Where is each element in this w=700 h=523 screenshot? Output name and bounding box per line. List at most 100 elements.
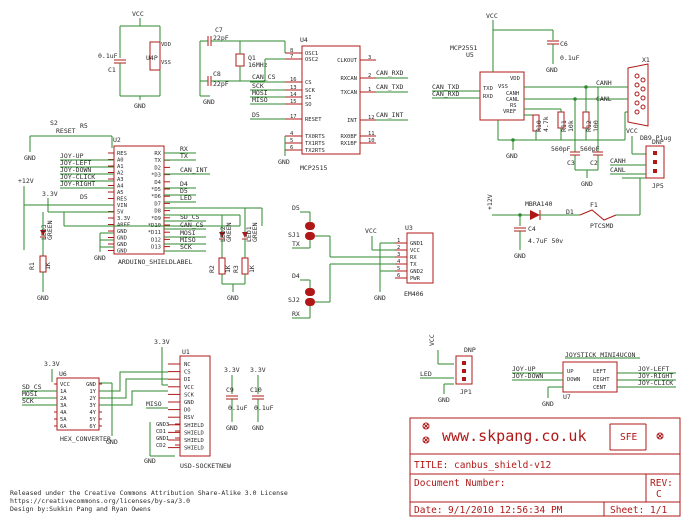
r10-value: 4.7k (542, 116, 550, 132)
u6-left-pin-5: 5A (60, 417, 67, 423)
u2-right-pin-8: D8 (154, 209, 161, 215)
u1-right-pin-4: SCK (184, 392, 195, 398)
q1-body (235, 53, 245, 67)
u5-name: MCP2551 (450, 44, 477, 52)
u4-left-num-7: 4 (290, 131, 294, 137)
date-value: 9/1/2010 12:56:34 PM (448, 505, 563, 516)
u4p-vss: VSS (161, 60, 171, 66)
f1-ref: F1 (590, 201, 598, 209)
led3-ref: LED3 (40, 224, 48, 240)
c3-value: 560pF (551, 145, 571, 153)
u6-right-pin-4: 4Y (89, 410, 96, 416)
u1-right-pin-5: GND (184, 400, 194, 406)
u6-right-pin-2: 2Y (89, 396, 96, 402)
u4-left-pin-4: SI (305, 95, 312, 101)
u7-net-joy-left: JOY-LEFT (638, 365, 669, 373)
rev-value: C (656, 489, 662, 500)
f1-body (579, 209, 617, 221)
u1-ref: U1 (182, 348, 190, 356)
u4-left-num-9: 6 (290, 145, 293, 151)
v33-label-c9: 3.3V (224, 366, 240, 374)
u2-right-pin-11: *D11 (148, 230, 161, 236)
u2-left-pin-15: GND (117, 249, 127, 255)
rev-label: REV: (650, 478, 673, 489)
u4-net-can-rxd: CAN_RXD (376, 69, 403, 77)
u4-left-pin-6: RESET (305, 117, 322, 123)
u4-net-d5: D5 (252, 111, 260, 119)
u4-right-pin-2: TXCAN (340, 90, 357, 96)
jp5-ref: JP5 (652, 182, 664, 190)
u2-left-pin-8: VIN (117, 203, 127, 209)
u5-net-can-txd: CAN_TXD (432, 83, 459, 91)
u5-pin-vref: VREF (503, 109, 516, 115)
led2-ref: LED2 (219, 226, 227, 242)
gnd-label-r1: GND (37, 294, 49, 302)
sj1-tx: TX (292, 240, 300, 248)
f1-value: PTCSMD (590, 222, 614, 230)
vcc-label-c1: VCC (132, 10, 144, 18)
db9-body (627, 63, 649, 127)
power-input-block: +12V MBRA140 D1 F1 PTCSMD C4 4.7uF 50v G… (486, 178, 641, 260)
u4-right-num-2: 1 (368, 87, 371, 93)
u1-right-pin-11: SHIELD (184, 446, 204, 452)
led1-value: GREEN (251, 222, 259, 242)
u3-pin-5: PWR (410, 276, 421, 282)
u5-pin-rs: RS (510, 103, 517, 109)
net-led: LED (180, 194, 192, 202)
u2-left-pin-5: A4 (117, 184, 124, 190)
v33-label-c10: 3.3V (250, 366, 266, 374)
x1-ref: X1 (642, 56, 650, 64)
u4-left-num-0: 8 (290, 48, 293, 54)
u7-up: UP (567, 369, 574, 375)
u2-left-pins: RESA0A1A2A3A4A5RESVIN5V3.3VAREFGNDGNDGND… (108, 151, 131, 255)
net-d5: D5 (180, 187, 188, 195)
vcc-label-u5: VCC (486, 12, 498, 20)
c9-value: 0.1uF (228, 404, 248, 412)
u6-right-pin-6: 6Y (89, 424, 96, 430)
r5-label: R5 (80, 122, 88, 130)
u4-net-sck: SCK (252, 82, 264, 90)
r2-ref: R2 (208, 265, 216, 273)
u6-net-mosi: MOSI (22, 390, 38, 398)
gnd-label-r2r3: GND (227, 294, 239, 302)
u5-canl-net: CANL (596, 95, 612, 103)
u3-ref: U3 (405, 224, 413, 232)
u2-right-pin-9: *D9 (151, 216, 161, 222)
c7-value: 22pF (213, 34, 229, 42)
u4-left-pin-2: CS (305, 80, 312, 86)
gps-block: D5 SJ1 TX D4 SJ2 RX U3 EM406 GND1VCCRXTX… (288, 204, 434, 319)
gnd-label-u5: GND (506, 152, 518, 160)
net-rx: RX (180, 145, 188, 153)
sheet-label: Sheet: (610, 505, 644, 516)
vcc-label-jp5: VCC (626, 127, 638, 135)
net-miso: MISO (180, 236, 196, 244)
r11-value: 10k (567, 120, 575, 132)
jp5-dnp: DNP (652, 138, 664, 146)
gnd-label-u4: GND (278, 158, 290, 166)
u4-left-pin-9: TX2RTS (305, 148, 325, 154)
d1-value: MBRA140 (525, 200, 552, 208)
c8-ref: C8 (213, 70, 221, 78)
u4-left-num-8: 5 (290, 138, 293, 144)
u6-right-pin-5: 5Y (89, 417, 96, 423)
u3-pin-1: VCC (410, 248, 420, 254)
u2-left-pin-2: A1 (117, 164, 124, 170)
u2-arduino: U2 ARDUINO_SHIELDLABEL RESA0A1A2A3A4A5RE… (18, 119, 263, 302)
u7-left: LEFT (593, 369, 607, 375)
c3-ref: C3 (567, 159, 575, 167)
u5-body (479, 71, 525, 121)
jp1-ref: JP1 (460, 388, 472, 396)
date-label: Date: (414, 505, 443, 516)
document-label: Document Number: (414, 478, 506, 489)
gnd-label-u6: GND (106, 438, 118, 446)
u1-net-miso: MISO (146, 400, 162, 408)
c10-ref: C10 (250, 386, 262, 394)
u3-num-0: 1 (397, 238, 400, 244)
jp1-led: LED (420, 370, 432, 378)
u2-left-pin-9: 5V (117, 210, 124, 216)
u3-num-5: 6 (397, 273, 400, 279)
u4-right-num-4: 11 (368, 131, 375, 137)
